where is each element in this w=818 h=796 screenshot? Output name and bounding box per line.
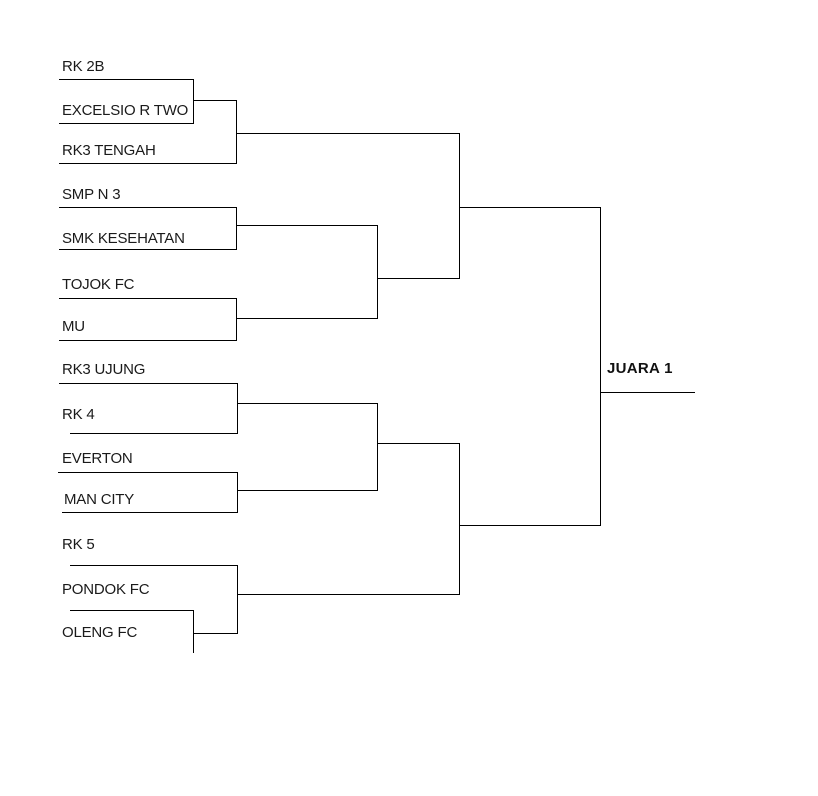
- underline-everton: [58, 472, 237, 473]
- final-bracket: [600, 207, 601, 526]
- underline-rk3-ujung: [59, 383, 237, 384]
- team-label-everton: EVERTON: [62, 450, 133, 467]
- team-label-rk3-tengah: RK3 TENGAH: [62, 142, 156, 159]
- team-label-pondok-fc: PONDOK FC: [62, 581, 150, 598]
- team-label-excelsior-two: EXCELSIO R TWO: [62, 102, 189, 119]
- match6-bracket: [459, 133, 460, 279]
- underline-rk-5: [70, 565, 237, 566]
- team-label-oleng-fc: OLENG FC: [62, 624, 138, 641]
- team-label-rk-4: RK 4: [62, 406, 95, 423]
- match3-bracket: [236, 207, 237, 250]
- team-label-rk-5: RK 5: [62, 536, 95, 553]
- team-label-mu: MU: [62, 318, 85, 335]
- underline-smp-n-3: [59, 207, 236, 208]
- match9-bracket: [377, 403, 378, 491]
- underline-tojok-fc: [59, 298, 236, 299]
- match12-bracket: [459, 443, 460, 595]
- match11-bracket: [237, 565, 238, 634]
- team-label-rk3-ujung: RK3 UJUNG: [62, 361, 146, 378]
- match5-winner-line: [377, 278, 459, 279]
- champion-label: JUARA 1: [607, 360, 673, 377]
- match7-winner-line: [237, 403, 377, 404]
- champion-line: [600, 392, 695, 393]
- team-label-smk-kesehatan: SMK KESEHATAN: [62, 230, 185, 247]
- team-label-man-city: MAN CITY: [64, 491, 135, 508]
- underline-man-city: [62, 512, 237, 513]
- match4-bracket: [236, 298, 237, 341]
- match2-winner-line: [236, 133, 459, 134]
- match8-winner-line: [237, 490, 377, 491]
- team-label-rk-2b: RK 2B: [62, 58, 105, 75]
- match10-bracket: [193, 610, 194, 653]
- match11-winner-line: [237, 594, 459, 595]
- match1-winner-line: [193, 100, 236, 101]
- underline-smk-kesehatan: [59, 249, 236, 250]
- match2-bracket: [236, 100, 237, 164]
- match5-bracket: [377, 225, 378, 319]
- match6-winner-line: [459, 207, 600, 208]
- match12-winner-line: [459, 525, 600, 526]
- underline-pondok-fc: [70, 610, 193, 611]
- underline-rk-4: [70, 433, 237, 434]
- underline-rk3-tengah: [59, 163, 236, 164]
- match8-bracket: [237, 472, 238, 513]
- underline-rk-2b: [59, 79, 193, 80]
- team-label-tojok-fc: TOJOK FC: [62, 276, 135, 293]
- match9-winner-line: [377, 443, 459, 444]
- underline-excelsior-two: [59, 123, 193, 124]
- match7-bracket: [237, 383, 238, 434]
- match3-winner-line: [236, 225, 377, 226]
- match4-winner-line: [236, 318, 377, 319]
- underline-mu: [59, 340, 236, 341]
- match1-bracket: [193, 79, 194, 124]
- team-label-smp-n-3: SMP N 3: [62, 186, 121, 203]
- match10-winner-line: [193, 633, 237, 634]
